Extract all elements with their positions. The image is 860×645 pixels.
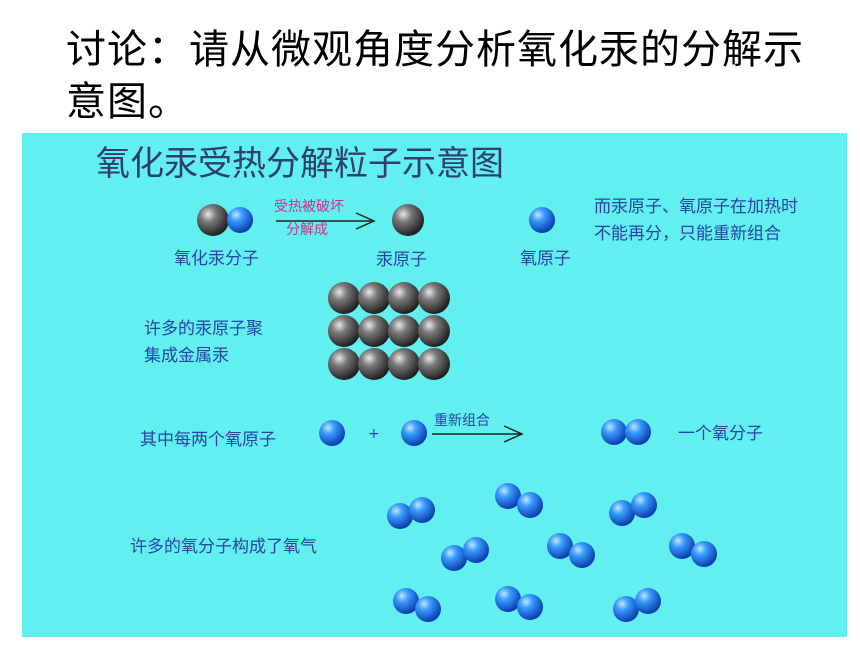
oxygen-molecule xyxy=(601,419,651,445)
oxygen-atom xyxy=(517,594,543,620)
oxygen-molecule-label: 一个氧分子 xyxy=(678,424,763,444)
oxygen-atom xyxy=(635,588,661,614)
oxygen-atom xyxy=(463,537,489,563)
oxygen-atom xyxy=(529,207,555,233)
mercury-atom xyxy=(418,315,450,347)
oxygen-atom xyxy=(547,533,573,559)
atoms-canvas xyxy=(197,204,717,622)
mercury-atom xyxy=(388,348,420,380)
mercury-atom xyxy=(388,282,420,314)
oxygen-atom xyxy=(609,500,635,526)
oxygen-atom xyxy=(393,588,419,614)
oxygen-molecule xyxy=(441,537,489,571)
arrow-text-recombine: 重新组合 xyxy=(434,413,490,429)
oxygen-atom xyxy=(569,542,595,568)
plus-sign: + xyxy=(368,426,380,442)
mercury-atom xyxy=(328,315,360,347)
oxygen-molecule xyxy=(609,492,657,526)
oxygen-atom xyxy=(387,503,413,529)
mercury-metal-label-2: 集成金属汞 xyxy=(144,346,229,366)
oxygen-atom xyxy=(319,420,345,446)
mercury-oxide-molecule-label: 氧化汞分子 xyxy=(174,249,259,269)
oxygen-molecule xyxy=(393,588,441,622)
every-two-oxygen-label: 其中每两个氧原子 xyxy=(140,430,276,450)
oxygen-molecule xyxy=(387,497,435,529)
oxygen-gas xyxy=(387,483,717,622)
mercury-atom xyxy=(358,348,390,380)
mercury-atom xyxy=(418,348,450,380)
oxygen-molecule xyxy=(495,483,543,518)
oxygen-atom xyxy=(409,497,435,523)
oxygen-molecule xyxy=(613,588,661,622)
recombine-arrow xyxy=(432,425,524,443)
mercury-atom xyxy=(197,204,229,236)
mercury-oxide-molecule xyxy=(197,204,253,236)
mercury-atom xyxy=(388,315,420,347)
oxygen-molecule xyxy=(547,533,595,568)
arrow-text-heated: 受热被破坏 xyxy=(274,199,344,215)
mercury-metal-grid xyxy=(328,282,450,380)
mercury-atom xyxy=(418,282,450,314)
note-line-2: 不能再分，只能重新组合 xyxy=(594,224,781,244)
oxygen-atom xyxy=(227,207,253,233)
oxygen-molecule xyxy=(495,586,543,620)
oxygen-atom xyxy=(517,492,543,518)
oxygen-atom xyxy=(613,596,639,622)
mercury-atom xyxy=(358,282,390,314)
diagram-panel: 氧化汞受热分解粒子示意图 氧化汞分子 受热被破坏 分解成 汞原子 氧原子 而汞原… xyxy=(22,133,847,637)
oxygen-atom xyxy=(669,533,695,559)
discussion-heading: 讨论：请从微观角度分析氧化汞的分解示意图。 xyxy=(66,27,804,125)
oxygen-atom xyxy=(401,420,427,446)
oxygen-atom xyxy=(631,492,657,518)
mercury-atom xyxy=(328,348,360,380)
oxygen-molecule xyxy=(669,533,717,567)
mercury-atom xyxy=(392,204,424,236)
oxygen-gas-label: 许多的氧分子构成了氧气 xyxy=(130,537,317,557)
oxygen-atom xyxy=(495,483,521,509)
mercury-metal-label-1: 许多的汞原子聚 xyxy=(144,319,263,339)
oxygen-atom xyxy=(625,419,651,445)
oxygen-atom xyxy=(441,545,467,571)
mercury-atom-label: 汞原子 xyxy=(376,250,427,270)
oxygen-atom xyxy=(415,596,441,622)
diagram-title: 氧化汞受热分解粒子示意图 xyxy=(96,144,504,184)
mercury-atom xyxy=(358,315,390,347)
arrow-text-decompose: 分解成 xyxy=(286,222,328,238)
oxygen-atom xyxy=(601,419,627,445)
decompose-arrow xyxy=(276,212,376,230)
oxygen-atom xyxy=(495,586,521,612)
note-line-1: 而汞原子、氧原子在加热时 xyxy=(594,197,798,217)
oxygen-atom xyxy=(691,541,717,567)
oxygen-atom-label: 氧原子 xyxy=(520,249,571,269)
mercury-atom xyxy=(328,282,360,314)
